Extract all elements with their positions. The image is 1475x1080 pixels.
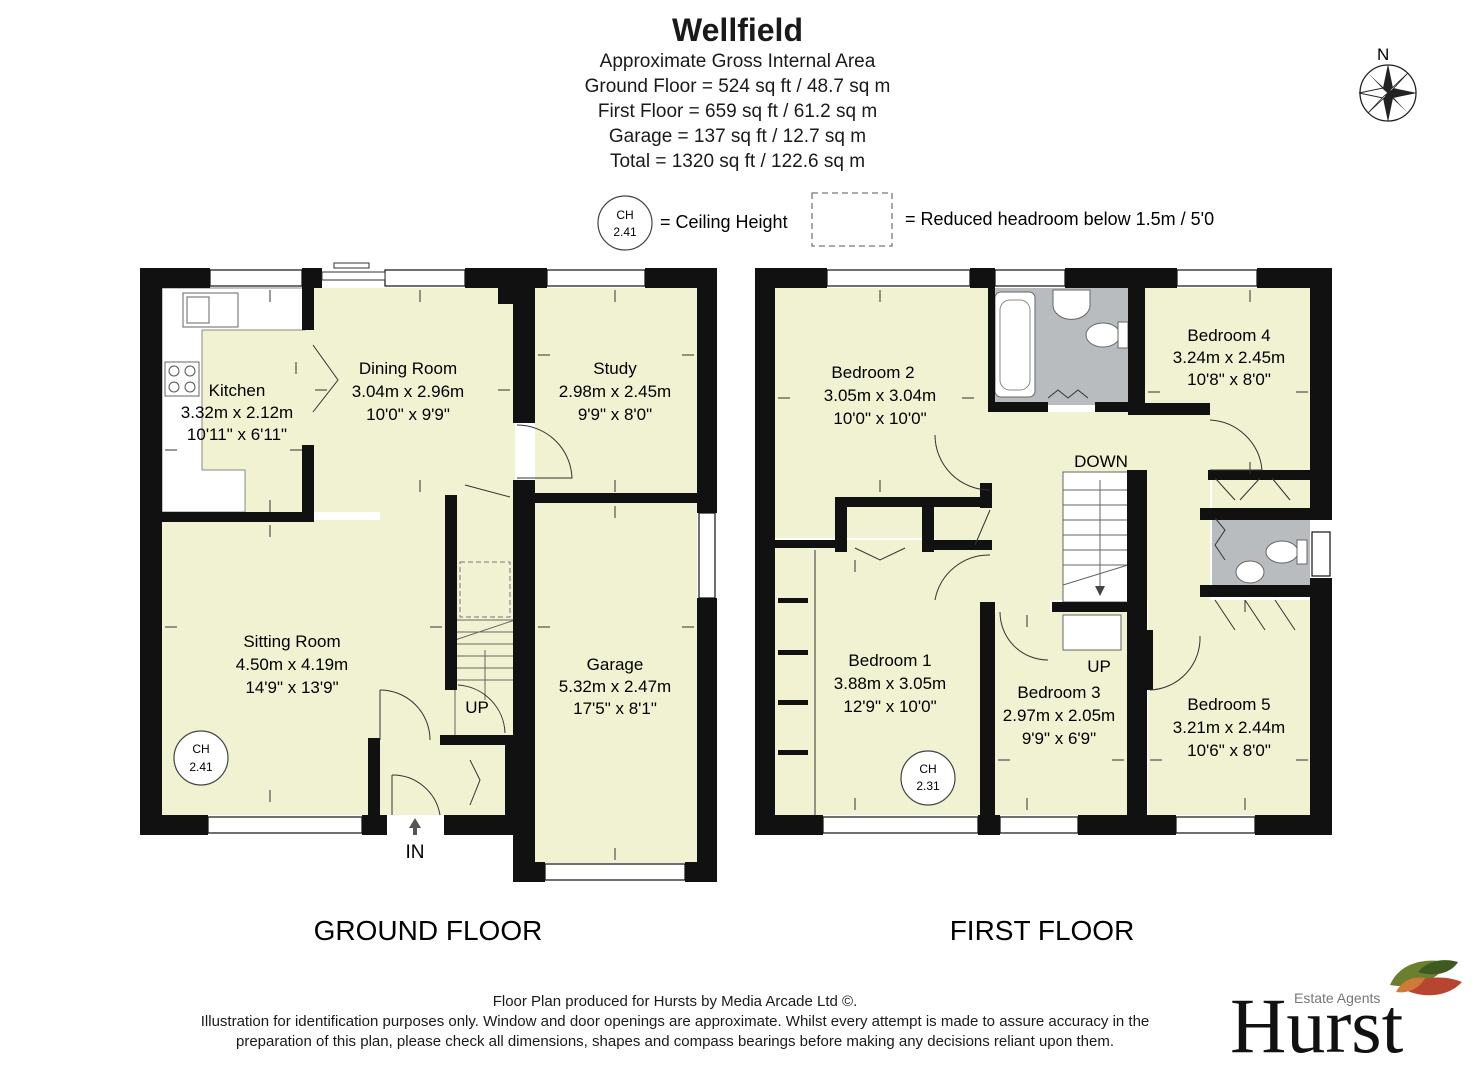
- ground-windows: [207, 269, 716, 881]
- bedroom2-imperial: 10'0" x 10'0": [833, 409, 926, 428]
- footer-disclaimer-1: Illustration for identification purposes…: [200, 1013, 1150, 1030]
- bedroom5-floor: [1148, 600, 1310, 815]
- study-imperial: 9'9" x 8'0": [578, 405, 652, 424]
- hurst-logo: [1390, 960, 1462, 996]
- logo-wordmark: Hurst: [1230, 982, 1404, 1069]
- area-garage: Garage = 137 sq ft / 12.7 sq m: [608, 126, 867, 147]
- ceiling-height-legend: [597, 195, 653, 251]
- reduced-headroom-swatch: [811, 192, 893, 247]
- ground-dimension-ticks: [165, 290, 694, 860]
- bedroom5-imperial: 10'6" x 8'0": [1187, 741, 1271, 760]
- ground-ch-marker: [173, 730, 229, 786]
- first-up-label: UP: [1087, 657, 1111, 676]
- area-ground-floor: Ground Floor = 524 sq ft / 48.7 sq m: [584, 76, 891, 97]
- kitchen-sink-icon: [182, 292, 239, 328]
- first-floor-plan: [755, 268, 1332, 835]
- plan-title: Wellfield: [672, 12, 803, 48]
- legend-ch-abbr: CH: [616, 208, 633, 222]
- legend-ch-text: = Ceiling Height: [660, 212, 788, 232]
- sitting-metric: 4.50m x 4.19m: [236, 655, 348, 674]
- garage-name: Garage: [587, 655, 644, 674]
- bedroom1-imperial: 12'9" x 10'0": [843, 697, 936, 716]
- garage-floor: [535, 503, 697, 863]
- first-ch-marker: [900, 750, 956, 806]
- ground-ch-abbr: CH: [192, 742, 209, 756]
- hob-icon: [164, 361, 200, 397]
- garage-metric: 5.32m x 2.47m: [559, 677, 671, 696]
- first-ch-value: 2.31: [916, 779, 940, 793]
- footer-disclaimer-2: preparation of this plan, please check a…: [235, 1033, 1114, 1050]
- ground-floor-label: GROUND FLOOR: [314, 915, 543, 946]
- first-windows: [822, 269, 1331, 834]
- ground-ch-value: 2.41: [189, 760, 213, 774]
- legend-ch-value: 2.41: [613, 225, 637, 239]
- ground-floor-plan: [140, 262, 717, 882]
- garage-imperial: 17'5" x 8'1": [573, 699, 657, 718]
- first-down-label: DOWN: [1074, 452, 1128, 471]
- logo-tagline: Estate Agents: [1294, 990, 1380, 1006]
- compass-rose-icon: [1358, 64, 1417, 122]
- hall-floor: [380, 740, 515, 815]
- dining-metric: 3.04m x 2.96m: [352, 382, 464, 401]
- kitchen-name: Kitchen: [209, 381, 266, 400]
- area-heading: Approximate Gross Internal Area: [599, 51, 876, 72]
- kitchen-metric: 3.32m x 2.12m: [181, 403, 293, 422]
- first-floor-label: FIRST FLOOR: [950, 915, 1135, 946]
- dining-floor: [305, 288, 515, 740]
- first-ch-abbr: CH: [919, 762, 936, 776]
- bedroom2-metric: 3.05m x 3.04m: [824, 386, 936, 405]
- ground-walls: [140, 268, 717, 882]
- bath-icon: [994, 291, 1036, 398]
- study-metric: 2.98m x 2.45m: [559, 382, 671, 401]
- bedroom1-name: Bedroom 1: [848, 651, 931, 670]
- dining-imperial: 10'0" x 9'9": [366, 405, 450, 424]
- study-floor: [535, 288, 697, 493]
- first-stairs: [1062, 471, 1129, 651]
- bedroom5-name: Bedroom 5: [1187, 695, 1270, 714]
- patio-door-icon: [321, 262, 386, 281]
- first-doors: [814, 389, 1296, 815]
- wc-toilet-icon: [1265, 540, 1299, 564]
- toilet-icon: [1085, 322, 1121, 348]
- bedroom4-imperial: 10'8" x 8'0": [1187, 370, 1271, 389]
- sitting-name: Sitting Room: [243, 632, 340, 651]
- bedroom4-name: Bedroom 4: [1187, 326, 1270, 345]
- first-walls: [755, 268, 1332, 835]
- area-total: Total = 1320 sq ft / 122.6 sq m: [609, 151, 866, 172]
- bedroom4-metric: 3.24m x 2.45m: [1173, 348, 1285, 367]
- ground-reduced-headroom: [459, 561, 511, 618]
- bedroom3-imperial: 9'9" x 6'9": [1022, 729, 1096, 748]
- study-name: Study: [593, 359, 637, 378]
- bed4-wardrobe-floor: [1212, 480, 1310, 508]
- bedroom2-name: Bedroom 2: [831, 363, 914, 382]
- dining-name: Dining Room: [359, 359, 457, 378]
- ground-doors: [312, 344, 573, 816]
- ground-up-label: UP: [465, 698, 489, 717]
- entrance-arrow-icon: [409, 818, 421, 835]
- area-first-floor: First Floor = 659 sq ft / 61.2 sq m: [597, 101, 878, 122]
- legend-reduced-text: = Reduced headroom below 1.5m / 5'0: [905, 209, 1214, 229]
- sitting-imperial: 14'9" x 13'9": [245, 678, 338, 697]
- bedroom5-metric: 3.21m x 2.44m: [1173, 718, 1285, 737]
- footer-credit: Floor Plan produced for Hursts by Media …: [492, 993, 858, 1010]
- bedroom3-name: Bedroom 3: [1017, 683, 1100, 702]
- bedroom1-metric: 3.88m x 3.05m: [834, 674, 946, 693]
- compass-north-label: N: [1377, 45, 1389, 64]
- first-dimension-ticks: [778, 290, 1308, 810]
- wc-basin-icon: [1235, 560, 1265, 584]
- basin-icon: [1052, 289, 1091, 320]
- bedroom3-metric: 2.97m x 2.05m: [1003, 706, 1115, 725]
- entrance-label: IN: [406, 842, 425, 863]
- kitchen-imperial: 10'11" x 6'11": [187, 425, 287, 444]
